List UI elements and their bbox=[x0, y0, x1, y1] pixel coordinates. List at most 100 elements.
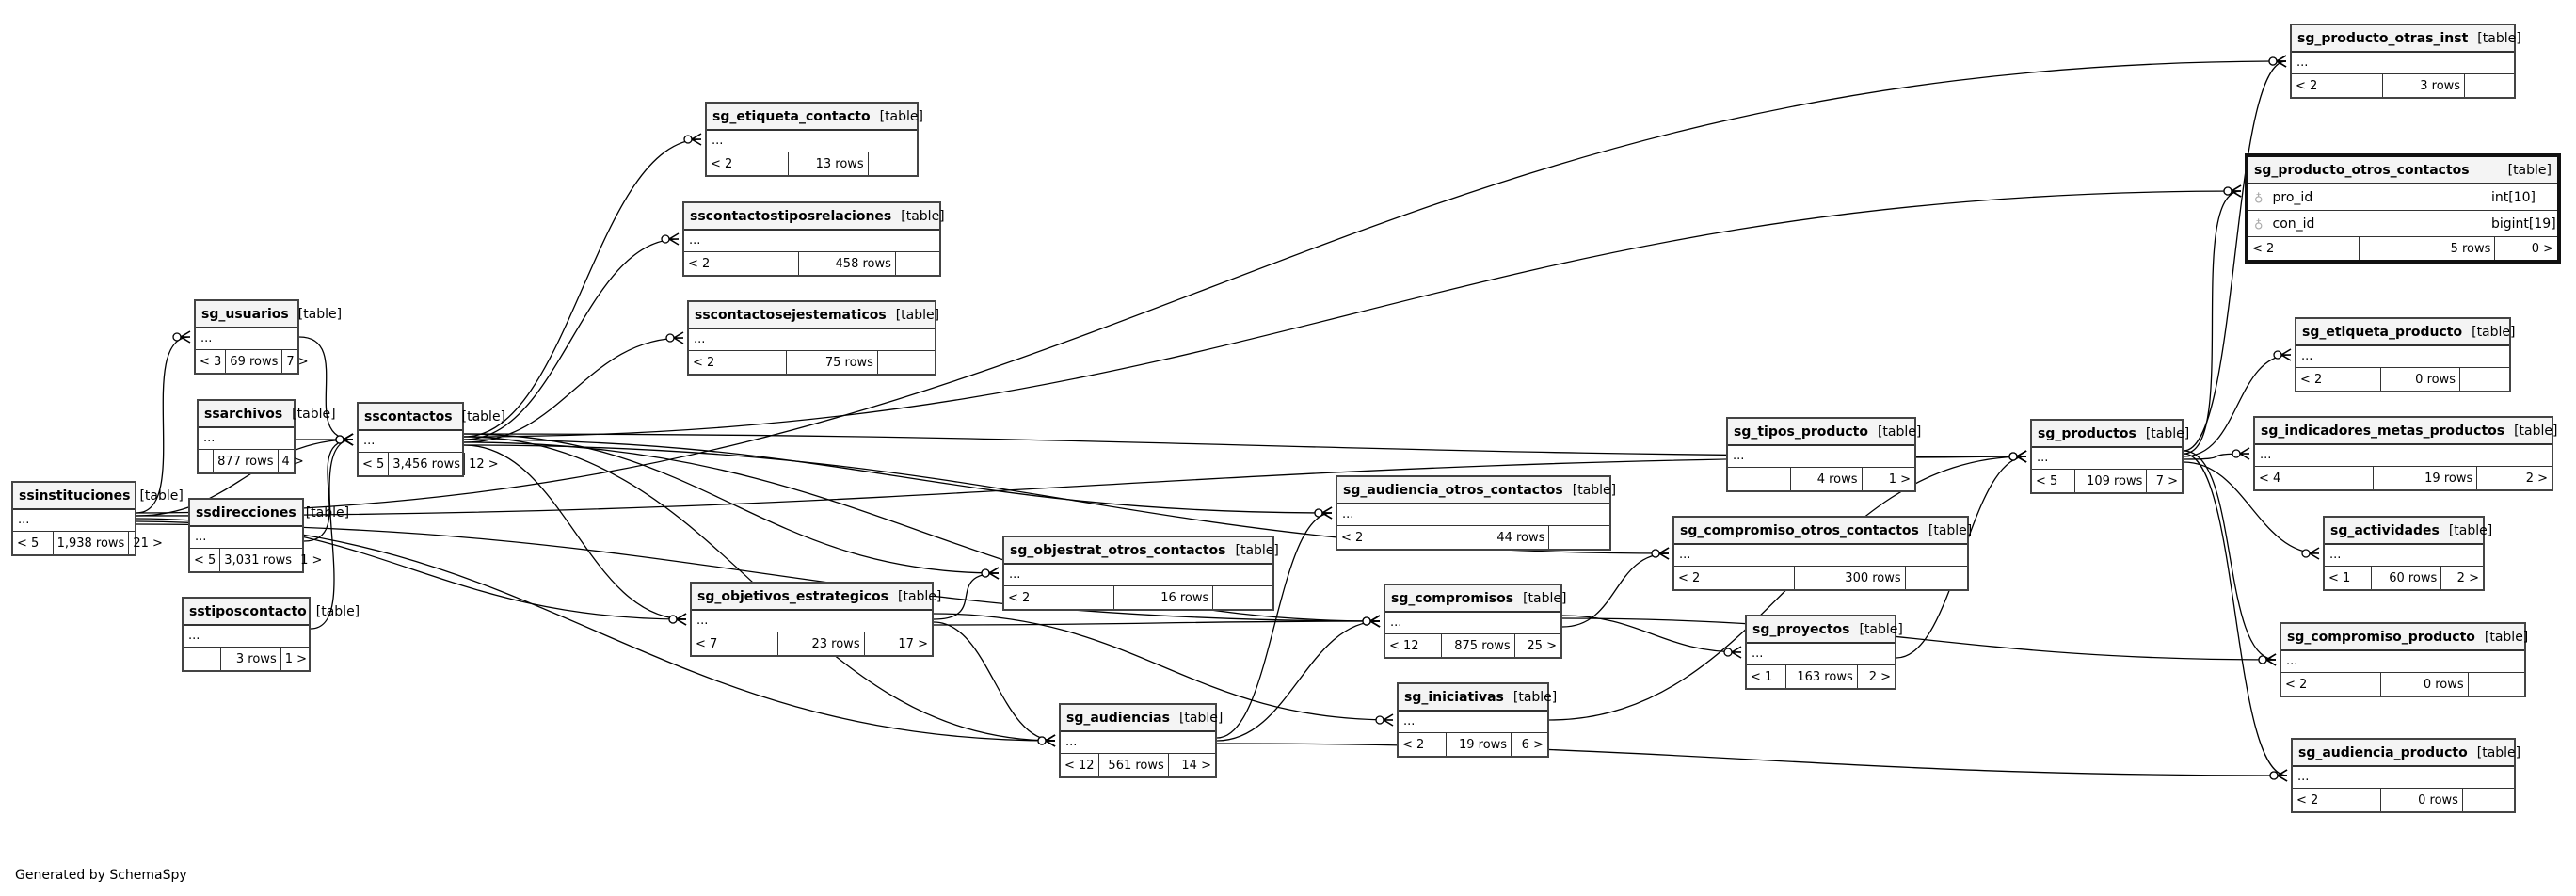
table-header[interactable]: sg_objestrat_otros_contactos[table] bbox=[1004, 537, 1279, 565]
table-name-link[interactable]: sscontactos bbox=[364, 408, 453, 424]
children-count-link[interactable]: 1 > bbox=[1888, 472, 1911, 487]
table-name-link[interactable]: sg_compromisos bbox=[1391, 590, 1514, 606]
parents-count-link[interactable]: < 5 bbox=[359, 453, 390, 475]
table-node-sg-objestrat-otros-contactos[interactable]: sg_objestrat_otros_contactos[table]...< … bbox=[1002, 536, 1279, 611]
table-node-sg-compromiso-otros-contactos[interactable]: sg_compromiso_otros_contactos[table]...<… bbox=[1672, 516, 1972, 591]
table-header[interactable]: sscontactos[table] bbox=[359, 404, 505, 431]
children-count-link[interactable] bbox=[1906, 567, 1967, 589]
table-name-link[interactable]: sg_compromiso_otros_contactos bbox=[1680, 522, 1919, 538]
table-name-link[interactable]: sg_tipos_producto bbox=[1734, 424, 1868, 440]
table-header[interactable]: ssinstituciones[table] bbox=[13, 483, 184, 510]
children-count-link[interactable]: 21 > bbox=[133, 536, 163, 551]
table-name-link[interactable]: sscontactostiposrelaciones bbox=[690, 208, 892, 224]
table-name-link[interactable]: sg_actividades bbox=[2330, 522, 2440, 538]
parents-count-link[interactable]: < 5 bbox=[2032, 470, 2076, 492]
table-name-link[interactable]: sg_usuarios bbox=[201, 306, 289, 322]
parents-count-link[interactable] bbox=[184, 648, 221, 670]
table-name-link[interactable]: sg_etiqueta_contacto bbox=[712, 108, 871, 124]
children-count-link[interactable] bbox=[2460, 368, 2509, 391]
table-header[interactable]: sg_producto_otras_inst[table] bbox=[2292, 25, 2521, 53]
parents-count-link[interactable]: < 3 bbox=[196, 350, 227, 373]
children-count-link[interactable]: 17 > bbox=[898, 636, 928, 651]
children-count-link[interactable] bbox=[2465, 74, 2514, 97]
children-count-link[interactable] bbox=[869, 152, 917, 175]
table-header[interactable]: sg_producto_otros_contactos[table] bbox=[2248, 157, 2557, 184]
parents-count-link[interactable]: < 1 bbox=[2325, 567, 2373, 589]
table-name-link[interactable]: sg_iniciativas bbox=[1404, 689, 1504, 705]
table-header[interactable]: ssarchivos[table] bbox=[199, 401, 336, 428]
table-name-link[interactable]: sscontactosejestematicos bbox=[695, 307, 887, 323]
table-header[interactable]: sg_productos[table] bbox=[2032, 421, 2189, 448]
table-name-link[interactable]: sg_proyectos bbox=[1752, 621, 1850, 637]
table-header[interactable]: sscontactosejestematicos[table] bbox=[689, 302, 939, 329]
children-count-link[interactable]: 6 > bbox=[1521, 737, 1544, 752]
table-node-sg-audiencia-otros-contactos[interactable]: sg_audiencia_otros_contactos[table]...< … bbox=[1336, 475, 1616, 551]
table-name-link[interactable]: sg_etiqueta_producto bbox=[2302, 324, 2463, 340]
children-count-link[interactable]: 4 > bbox=[281, 454, 304, 469]
table-name-link[interactable]: ssinstituciones bbox=[19, 488, 131, 504]
children-count-link[interactable] bbox=[2469, 673, 2524, 696]
table-header[interactable]: sg_proyectos[table] bbox=[1747, 616, 1903, 644]
table-name-link[interactable]: sg_audiencia_otros_contactos bbox=[1343, 482, 1563, 498]
children-count-link[interactable]: 7 > bbox=[286, 354, 309, 369]
parents-count-link[interactable]: < 2 bbox=[2292, 74, 2383, 97]
children-count-link[interactable]: 1 > bbox=[300, 552, 323, 568]
parents-count-link[interactable]: < 2 bbox=[689, 351, 788, 374]
children-count-link[interactable]: 2 > bbox=[2525, 471, 2548, 486]
table-header[interactable]: sstiposcontacto[table] bbox=[184, 599, 360, 626]
table-header[interactable]: sg_iniciativas[table] bbox=[1399, 684, 1557, 712]
parents-count-link[interactable]: < 2 bbox=[1004, 586, 1114, 609]
parents-count-link[interactable]: < 2 bbox=[2281, 673, 2381, 696]
table-header[interactable]: sg_etiqueta_producto[table] bbox=[2296, 319, 2516, 346]
parents-count-link[interactable]: < 12 bbox=[1061, 754, 1099, 776]
children-count-link[interactable]: 7 > bbox=[2155, 473, 2178, 488]
table-header[interactable]: sg_compromiso_otros_contactos[table] bbox=[1674, 518, 1972, 545]
table-header[interactable]: ssdirecciones[table] bbox=[190, 500, 349, 527]
parents-count-link[interactable]: < 1 bbox=[1747, 665, 1787, 688]
children-count-link[interactable]: 12 > bbox=[469, 456, 499, 472]
table-node-sg-producto-otros-contactos[interactable]: sg_producto_otros_contactos[table]♀pro_i… bbox=[2245, 153, 2561, 264]
parents-count-link[interactable] bbox=[199, 450, 215, 472]
table-node-sg-indicadores-metas-productos[interactable]: sg_indicadores_metas_productos[table]...… bbox=[2253, 416, 2557, 491]
children-count-link[interactable] bbox=[2463, 789, 2514, 811]
parents-count-link[interactable]: < 2 bbox=[1674, 567, 1795, 589]
children-count-link[interactable] bbox=[896, 252, 939, 275]
children-count-link[interactable] bbox=[1213, 586, 1272, 609]
table-name-link[interactable]: sg_audiencias bbox=[1066, 710, 1170, 726]
table-name-link[interactable]: sg_objetivos_estrategicos bbox=[697, 588, 888, 604]
children-count-link[interactable] bbox=[878, 351, 935, 374]
table-name-link[interactable]: sg_producto_otras_inst bbox=[2297, 30, 2469, 46]
parents-count-link[interactable]: < 2 bbox=[684, 252, 799, 275]
table-header[interactable]: sg_objetivos_estrategicos[table] bbox=[692, 584, 941, 611]
parents-count-link[interactable]: < 5 bbox=[190, 549, 221, 571]
children-count-link[interactable] bbox=[1549, 526, 1609, 549]
parents-count-link[interactable]: < 2 bbox=[707, 152, 789, 175]
table-header[interactable]: sg_audiencias[table] bbox=[1061, 705, 1223, 732]
table-name-link[interactable]: sg_productos bbox=[2038, 425, 2136, 441]
parents-count-link[interactable]: < 2 bbox=[1337, 526, 1449, 549]
table-header[interactable]: sg_tipos_producto[table] bbox=[1728, 419, 1921, 446]
table-header[interactable]: sg_compromisos[table] bbox=[1385, 585, 1566, 613]
table-header[interactable]: sscontactostiposrelaciones[table] bbox=[684, 203, 945, 231]
children-count-link[interactable]: 0 > bbox=[2531, 241, 2553, 256]
parents-count-link[interactable]: < 2 bbox=[2293, 789, 2381, 811]
children-count-link[interactable]: 2 > bbox=[2456, 570, 2479, 585]
table-name-link[interactable]: sg_producto_otros_contactos bbox=[2254, 162, 2470, 178]
table-name-link[interactable]: sg_indicadores_metas_productos bbox=[2261, 423, 2505, 439]
